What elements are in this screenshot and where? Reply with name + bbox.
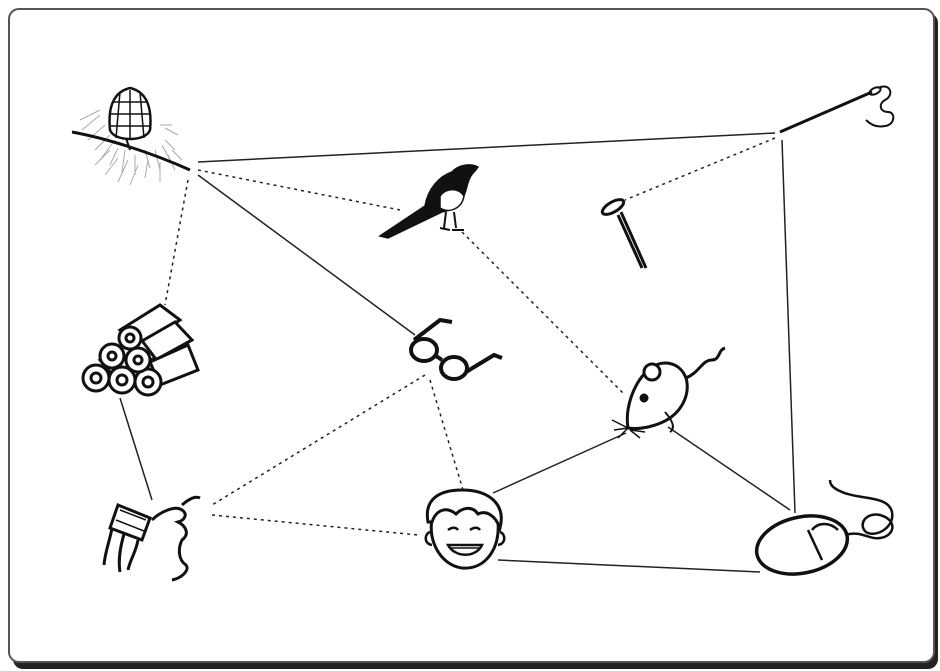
association-diagram	[0, 0, 940, 671]
diagram-stage	[0, 0, 940, 671]
